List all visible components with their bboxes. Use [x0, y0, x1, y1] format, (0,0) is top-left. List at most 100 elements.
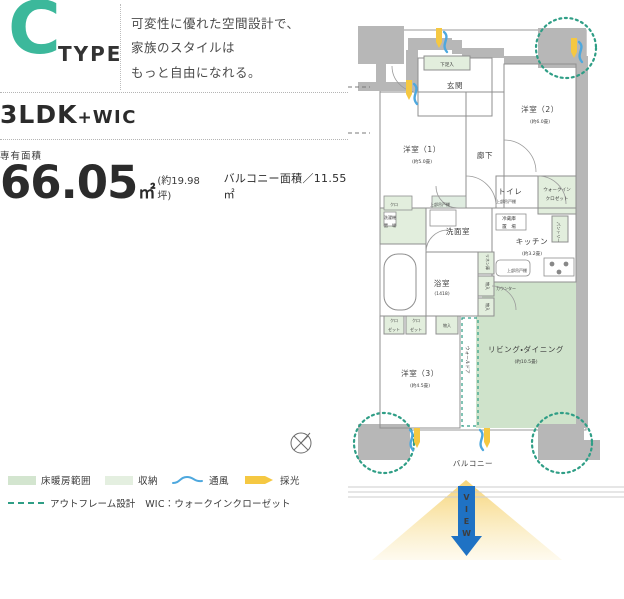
divider-top: [0, 92, 348, 93]
bedroom1-closet: [383, 195, 413, 211]
label-fridge-place: 置 場: [502, 223, 516, 230]
living-floor-heating-area-upper: [482, 282, 576, 318]
marker-bedroom1-window: [406, 80, 419, 106]
legend-label-daylight: 採光: [280, 476, 301, 487]
label-linen: リネン庫: [485, 254, 491, 270]
plan-type-main: 3LDK: [0, 100, 78, 129]
living-floor-heating-area: [476, 316, 576, 428]
label-toilet: トイレ: [498, 187, 522, 196]
view-label-i: I: [465, 505, 468, 514]
outframe-circle-top-right: [534, 16, 598, 80]
label-bath-size: (1418): [434, 291, 449, 297]
structural-columns: [358, 26, 600, 460]
type-letter: C: [8, 0, 61, 70]
label-pantry: パントリー: [556, 222, 561, 242]
catch-line-3: もっと自由になれる。: [131, 64, 262, 80]
label-closet-c1: クロ: [412, 317, 420, 323]
plan-type: 3LDK+WIC: [0, 100, 137, 129]
outframe-circle-bottom-right: [530, 411, 594, 475]
label-closet-a1: クロ: [390, 201, 398, 207]
area-value: 66.05: [0, 156, 138, 209]
label-washer-place: 置 場: [384, 222, 396, 228]
divider-bottom: [0, 139, 348, 140]
catch-line-2: 家族のスタイルは: [131, 40, 236, 56]
catch-line-1: 可変性に優れた空間設計で、: [131, 16, 300, 31]
info-panel: C TYPE 可変性に優れた空間設計で、 家族のスタイルは もっと自由になれる。…: [0, 0, 348, 510]
label-wic-line2: クロゼット: [546, 195, 569, 202]
legend-row-secondary: アウトフレーム設計 WIC：ウォークインクローゼット: [8, 496, 328, 510]
label-washer: 洗濯機: [384, 214, 396, 220]
area-unit: ㎡: [138, 183, 156, 203]
label-corridor: 廊下: [477, 150, 493, 160]
label-wall-door: ウォールドア: [464, 346, 471, 374]
wall-door-zone: [461, 317, 479, 427]
ventilation-icon: [172, 475, 204, 484]
legend-item-floor-heating: 床暖房範囲: [8, 473, 91, 487]
label-balcony: バルコニー: [453, 459, 493, 468]
legend-item-ventilation: 通風: [172, 473, 229, 487]
legend-label-floor-heating: 床暖房範囲: [41, 476, 92, 487]
catch-copy: 可変性に優れた空間設計で、 家族のスタイルは もっと自由になれる。: [131, 12, 341, 85]
label-toilet-shelf: 上部吊戸棚: [496, 198, 516, 204]
legend: 床暖房範囲 収納 通風 採光 アウトフレーム設計 WIC：ウォ: [8, 473, 328, 510]
area-tsubo: (約19.98坪): [157, 176, 200, 202]
legend-label-ventilation: 通風: [209, 476, 230, 487]
type-badge: C TYPE: [8, 0, 123, 82]
washroom-fixtures: [383, 209, 457, 227]
compass-icon: [288, 430, 314, 456]
label-bedroom2: 洋室（2）: [521, 104, 559, 114]
marker-entrance: [436, 28, 449, 54]
type-word: TYPE: [58, 42, 123, 66]
label-washroom: 洗面室: [446, 226, 470, 236]
label-bedroom2-size: (約6.0畳): [530, 118, 550, 125]
ventilation-daylight-markers: [406, 28, 584, 452]
label-closet-b1: クロ: [390, 317, 398, 323]
label-bedroom3-size: (約4.5畳): [410, 382, 430, 389]
view-label-w: W: [462, 529, 471, 538]
marker-living-balcony: [478, 428, 490, 452]
door-swings: [391, 65, 567, 311]
balcony-ground-lines: [348, 486, 624, 498]
label-storage-3: 物入: [443, 322, 451, 328]
label-fridge: 冷蔵庫: [502, 215, 516, 222]
label-closet-b2: ゼット: [388, 326, 400, 332]
label-storage-2: 物入: [485, 303, 491, 311]
outframe-circle-bottom-left: [352, 411, 416, 475]
label-kitchen-size: (約3.2畳): [522, 250, 542, 257]
legend-label-storage: 収納: [138, 476, 159, 487]
view-label-v: V: [463, 493, 470, 502]
plan-type-plus: +: [77, 108, 93, 128]
label-kitchen: キッチン: [516, 237, 548, 246]
label-living-size: (約10.5畳): [514, 358, 537, 365]
vertical-divider: [120, 4, 121, 90]
legend-row-primary: 床暖房範囲 収納 通風 採光: [8, 473, 328, 487]
area-row: 66.05 ㎡ (約19.98坪) バルコニー面積／11.55㎡: [0, 160, 348, 205]
floor-plan: V I E W 玄関 下足入 洋室（1） (約5.0畳) 洋室（2） (約6.0…: [348, 0, 624, 599]
floor-heating-swatch: [8, 475, 36, 485]
kitchen-fixtures: [495, 213, 575, 277]
legend-label-wic-note: WIC：ウォークインクローゼット: [145, 499, 291, 510]
dimension-dashes: [348, 86, 370, 134]
label-living: リビング・ダイニング: [488, 344, 564, 354]
label-bath: 浴室: [434, 278, 450, 288]
area-label: 専有面積: [0, 151, 43, 162]
legend-item-storage: 収納: [105, 473, 158, 487]
label-shoe-box: 下足入: [440, 62, 454, 68]
label-kitchen-shelf: 上部吊戸棚: [507, 267, 527, 273]
storage-swatch: [105, 475, 134, 485]
outframe-dash-swatch: [8, 502, 44, 504]
label-wic-line1: ウォークイン: [543, 186, 571, 193]
label-bedroom1-size: (約5.0畳): [412, 158, 432, 165]
label-bedroom1: 洋室（1）: [403, 144, 441, 154]
label-closet-c2: ゼット: [410, 326, 422, 332]
outframe-indicators: [352, 16, 598, 475]
plan-type-wic: WIC: [92, 107, 137, 128]
label-counter: カウンター: [496, 285, 516, 291]
daylight-icon: [245, 476, 274, 484]
balcony-area: バルコニー面積／11.55㎡: [223, 172, 347, 201]
label-washroom-shelf: 上部吊戸棚: [430, 201, 450, 207]
view-arrow: V I E W: [451, 486, 482, 556]
label-storage-1: 物入: [485, 282, 491, 290]
label-entrance: 玄関: [447, 80, 463, 90]
view-label-e: E: [464, 517, 469, 526]
